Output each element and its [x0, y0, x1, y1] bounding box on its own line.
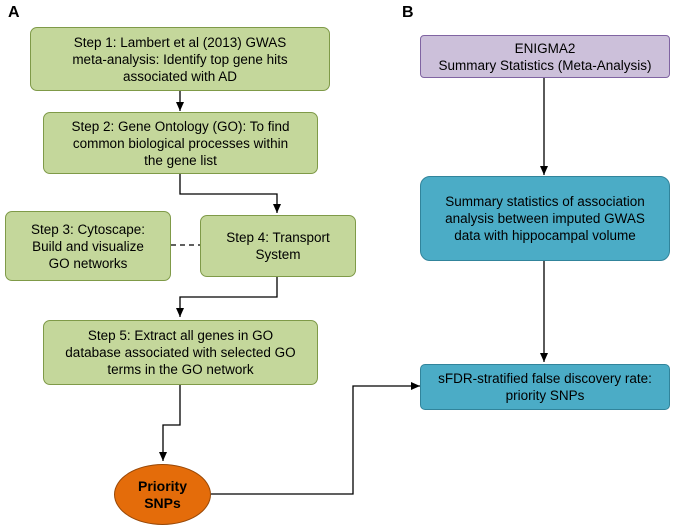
step5-text: Step 5: Extract all genes in GO database… [65, 328, 296, 377]
step1-box: Step 1: Lambert et al (2013) GWAS meta-a… [30, 27, 330, 91]
arrow-step5-priority [159, 385, 181, 461]
arrow-priority-sfdr [211, 382, 420, 495]
sfdr-text: sFDR-stratified false discovery rate: pr… [438, 371, 652, 403]
enigma-box: ENIGMA2 Summary Statistics (Meta-Analysi… [420, 35, 670, 78]
step2-text: Step 2: Gene Ontology (GO): To find comm… [71, 118, 290, 168]
arrow-step4-step5 [176, 277, 278, 317]
step4-box: Step 4: Transport System [200, 215, 356, 277]
arrow-step2-step4 [179, 174, 281, 213]
step5-box: Step 5: Extract all genes in GO database… [43, 320, 318, 385]
panel-a-label: A [8, 4, 20, 21]
step4-text: Step 4: Transport System [226, 230, 330, 262]
step3-box: Step 3: Cytoscape: Build and visualize G… [5, 211, 171, 281]
priority-snps-text: Priority SNPs [137, 477, 187, 511]
step3-text: Step 3: Cytoscape: Build and visualize G… [30, 221, 146, 271]
priority-snps-oval: Priority SNPs [114, 464, 211, 525]
enigma-text: ENIGMA2 Summary Statistics (Meta-Analysi… [438, 40, 652, 73]
summary-statistics-text: Summary statistics of association analys… [445, 194, 645, 243]
panel-b-label: B [402, 4, 414, 21]
sfdr-box: sFDR-stratified false discovery rate: pr… [420, 364, 670, 410]
step1-text: Step 1: Lambert et al (2013) GWAS meta-a… [72, 34, 288, 84]
step2-box: Step 2: Gene Ontology (GO): To find comm… [43, 112, 318, 174]
summary-statistics-box: Summary statistics of association analys… [420, 176, 670, 261]
